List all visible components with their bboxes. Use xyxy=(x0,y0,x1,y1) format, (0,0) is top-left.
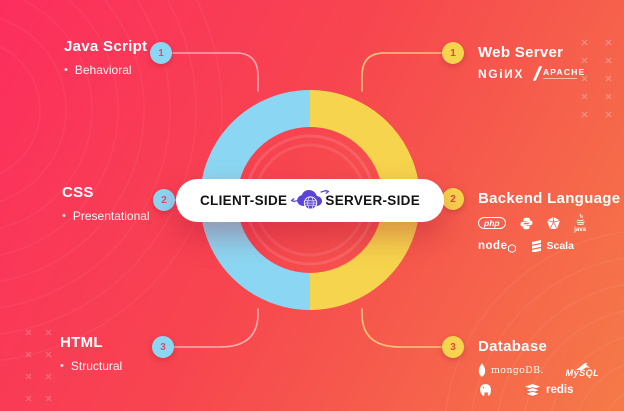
bullet-icon: • xyxy=(62,210,66,222)
x-mark-pattern-left xyxy=(25,329,52,402)
java-cup-icon xyxy=(575,213,585,225)
ruby-logo xyxy=(546,217,560,229)
server-item-webserver: Web Server xyxy=(478,44,563,61)
apache-subtext-bar xyxy=(542,78,577,80)
scala-bars-icon xyxy=(532,240,542,252)
badge-client-2: 2 xyxy=(153,189,175,211)
mysql-dolphin-icon xyxy=(575,362,591,370)
badge-server-1: 1 xyxy=(442,42,464,64)
redis-logo-text: redis xyxy=(546,384,574,396)
java-logo-text: java xyxy=(574,227,586,233)
python-logo xyxy=(520,217,533,229)
nodejs-hexagon-icon xyxy=(508,244,517,253)
backend-logos-row1: php java xyxy=(478,213,587,233)
css-subtitle: Presentational xyxy=(72,209,150,223)
nginx-logo: NGiИX xyxy=(478,66,524,81)
javascript-title: Java Script xyxy=(64,38,148,55)
database-logos-row2: redis xyxy=(479,383,574,397)
nodejs-logo-text: node xyxy=(478,239,508,252)
badge-server-2: 2 xyxy=(442,188,464,210)
javascript-subtitle: Behavioral xyxy=(74,63,132,77)
badge-client-3: 3 xyxy=(152,336,174,358)
mongodb-logo: mongoDB. xyxy=(478,363,544,377)
redis-logo: redis xyxy=(524,383,574,397)
client-item-css: CSS • Presentational xyxy=(62,184,150,223)
bullet-icon: • xyxy=(60,360,64,372)
badge-client-1: 1 xyxy=(150,42,172,64)
bullet-icon: • xyxy=(64,64,68,76)
connector-database xyxy=(361,308,442,348)
server-item-database: Database xyxy=(478,338,547,355)
badge-number: 1 xyxy=(158,47,164,59)
html-title: HTML xyxy=(60,334,103,351)
client-item-javascript: Java Script • Behavioral xyxy=(64,38,147,77)
x-mark-pattern-right xyxy=(581,39,612,118)
css-title: CSS xyxy=(62,184,94,201)
server-side-label: SERVER-SIDE xyxy=(325,193,420,208)
apache-logo: APACHE xyxy=(532,66,586,81)
webserver-logos: NGiИX APACHE xyxy=(478,66,585,81)
backend-title: Backend Language xyxy=(478,190,621,207)
mysql-logo-text: MySQL xyxy=(565,368,600,378)
mongodb-leaf-icon xyxy=(478,363,486,377)
apache-logo-text: APACHE xyxy=(542,66,586,77)
server-item-backend: Backend Language xyxy=(478,190,620,207)
database-title: Database xyxy=(478,338,548,355)
java-logo: java xyxy=(574,213,587,233)
mongodb-logo-text: mongoDB. xyxy=(491,364,544,376)
badge-server-3: 3 xyxy=(442,336,464,358)
badge-number: 3 xyxy=(450,341,456,353)
webserver-title: Web Server xyxy=(478,44,564,61)
php-logo: php xyxy=(478,216,506,230)
concentric-arcs-top-left xyxy=(0,0,223,361)
client-server-banner: CLIENT-SIDE SERVER-SIDE xyxy=(176,179,444,222)
badge-number: 2 xyxy=(450,193,456,205)
connector-webserver xyxy=(361,52,442,92)
apache-feather-icon xyxy=(532,66,543,81)
redis-stack-icon xyxy=(524,383,541,397)
client-side-label: CLIENT-SIDE xyxy=(200,193,288,208)
scala-logo-text: Scala xyxy=(546,239,574,252)
postgresql-logo xyxy=(480,384,491,396)
backend-logos-row2: node Scala xyxy=(478,238,574,253)
connector-html xyxy=(172,308,259,348)
database-logos-row1: mongoDB. MySQL xyxy=(478,362,599,378)
client-item-html: HTML • Structural xyxy=(60,334,122,373)
badge-number: 2 xyxy=(161,194,167,206)
html-subtitle: Structural xyxy=(70,359,123,373)
connector-javascript xyxy=(172,52,259,92)
right-transfer-arrow-icon xyxy=(320,189,330,194)
badge-number: 3 xyxy=(160,341,166,353)
mysql-logo: MySQL xyxy=(566,362,600,378)
nodejs-logo: node xyxy=(478,238,517,253)
scala-logo: Scala xyxy=(532,239,574,252)
badge-number: 1 xyxy=(450,47,456,59)
cloud-globe-sync-icon xyxy=(287,181,333,218)
globe-grid-lines xyxy=(304,196,317,210)
